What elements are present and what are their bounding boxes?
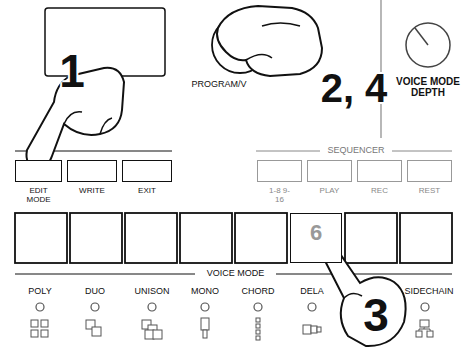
- group-heading: VOICE MODE: [195, 269, 276, 279]
- write-button: WRITE: [67, 160, 117, 182]
- hand-outline: [217, 6, 322, 76]
- depth-knob: [406, 23, 450, 67]
- button-face: [67, 160, 117, 182]
- callout-number: 3: [354, 290, 398, 341]
- group-line: [256, 151, 320, 152]
- group-line: [276, 274, 452, 275]
- button-label: REST: [408, 187, 452, 196]
- exit-button: EXIT: [122, 160, 172, 182]
- button-face: [122, 160, 172, 182]
- button-label: WRITE: [68, 187, 116, 196]
- knob-indicator: [415, 28, 428, 45]
- mode-label: CHORD: [234, 287, 282, 297]
- callout-number: 2, 4: [292, 66, 416, 110]
- button-label: 1-8 9-16: [268, 187, 292, 205]
- button-face: [407, 160, 452, 182]
- hand-detail: [344, 293, 362, 298]
- callout-number: 1: [50, 46, 94, 97]
- mode-label: MONO: [183, 287, 227, 297]
- group-line: [15, 274, 195, 275]
- group-line: [392, 151, 452, 152]
- button-face: [357, 160, 402, 182]
- button-label: REC: [358, 187, 402, 196]
- button-face: [257, 160, 302, 182]
- knob-label: VOICE MODE DEPTH: [392, 76, 464, 98]
- mode-label: DELA: [292, 287, 332, 297]
- sequencer-button: 1-8 9-16: [257, 160, 302, 182]
- group-heading: SEQUENCER: [320, 146, 392, 156]
- button-number: 6: [290, 221, 342, 245]
- button-label: EDIT MODE: [20, 187, 58, 205]
- knob-label: PROGRAM/V: [184, 80, 254, 90]
- voice-button: 6: [290, 213, 342, 263]
- mode-label: UNISON: [126, 287, 178, 297]
- sequencer-button: PLAY: [307, 160, 352, 182]
- voice-buttons: [15, 213, 452, 263]
- hand-detail: [246, 23, 300, 60]
- mode-label: DUO: [75, 287, 115, 297]
- button-label: PLAY: [308, 187, 352, 196]
- edit-mode-button: EDIT MODE: [15, 160, 62, 182]
- button-face: [15, 160, 62, 182]
- hand-detail: [64, 112, 112, 134]
- button-label: EXIT: [123, 187, 171, 196]
- sequencer-button: REC: [357, 160, 402, 182]
- mode-label: SIDECHAIN: [398, 287, 460, 297]
- mode-label: POLY: [20, 287, 60, 297]
- sequencer-button: REST: [407, 160, 452, 182]
- button-face: [307, 160, 352, 182]
